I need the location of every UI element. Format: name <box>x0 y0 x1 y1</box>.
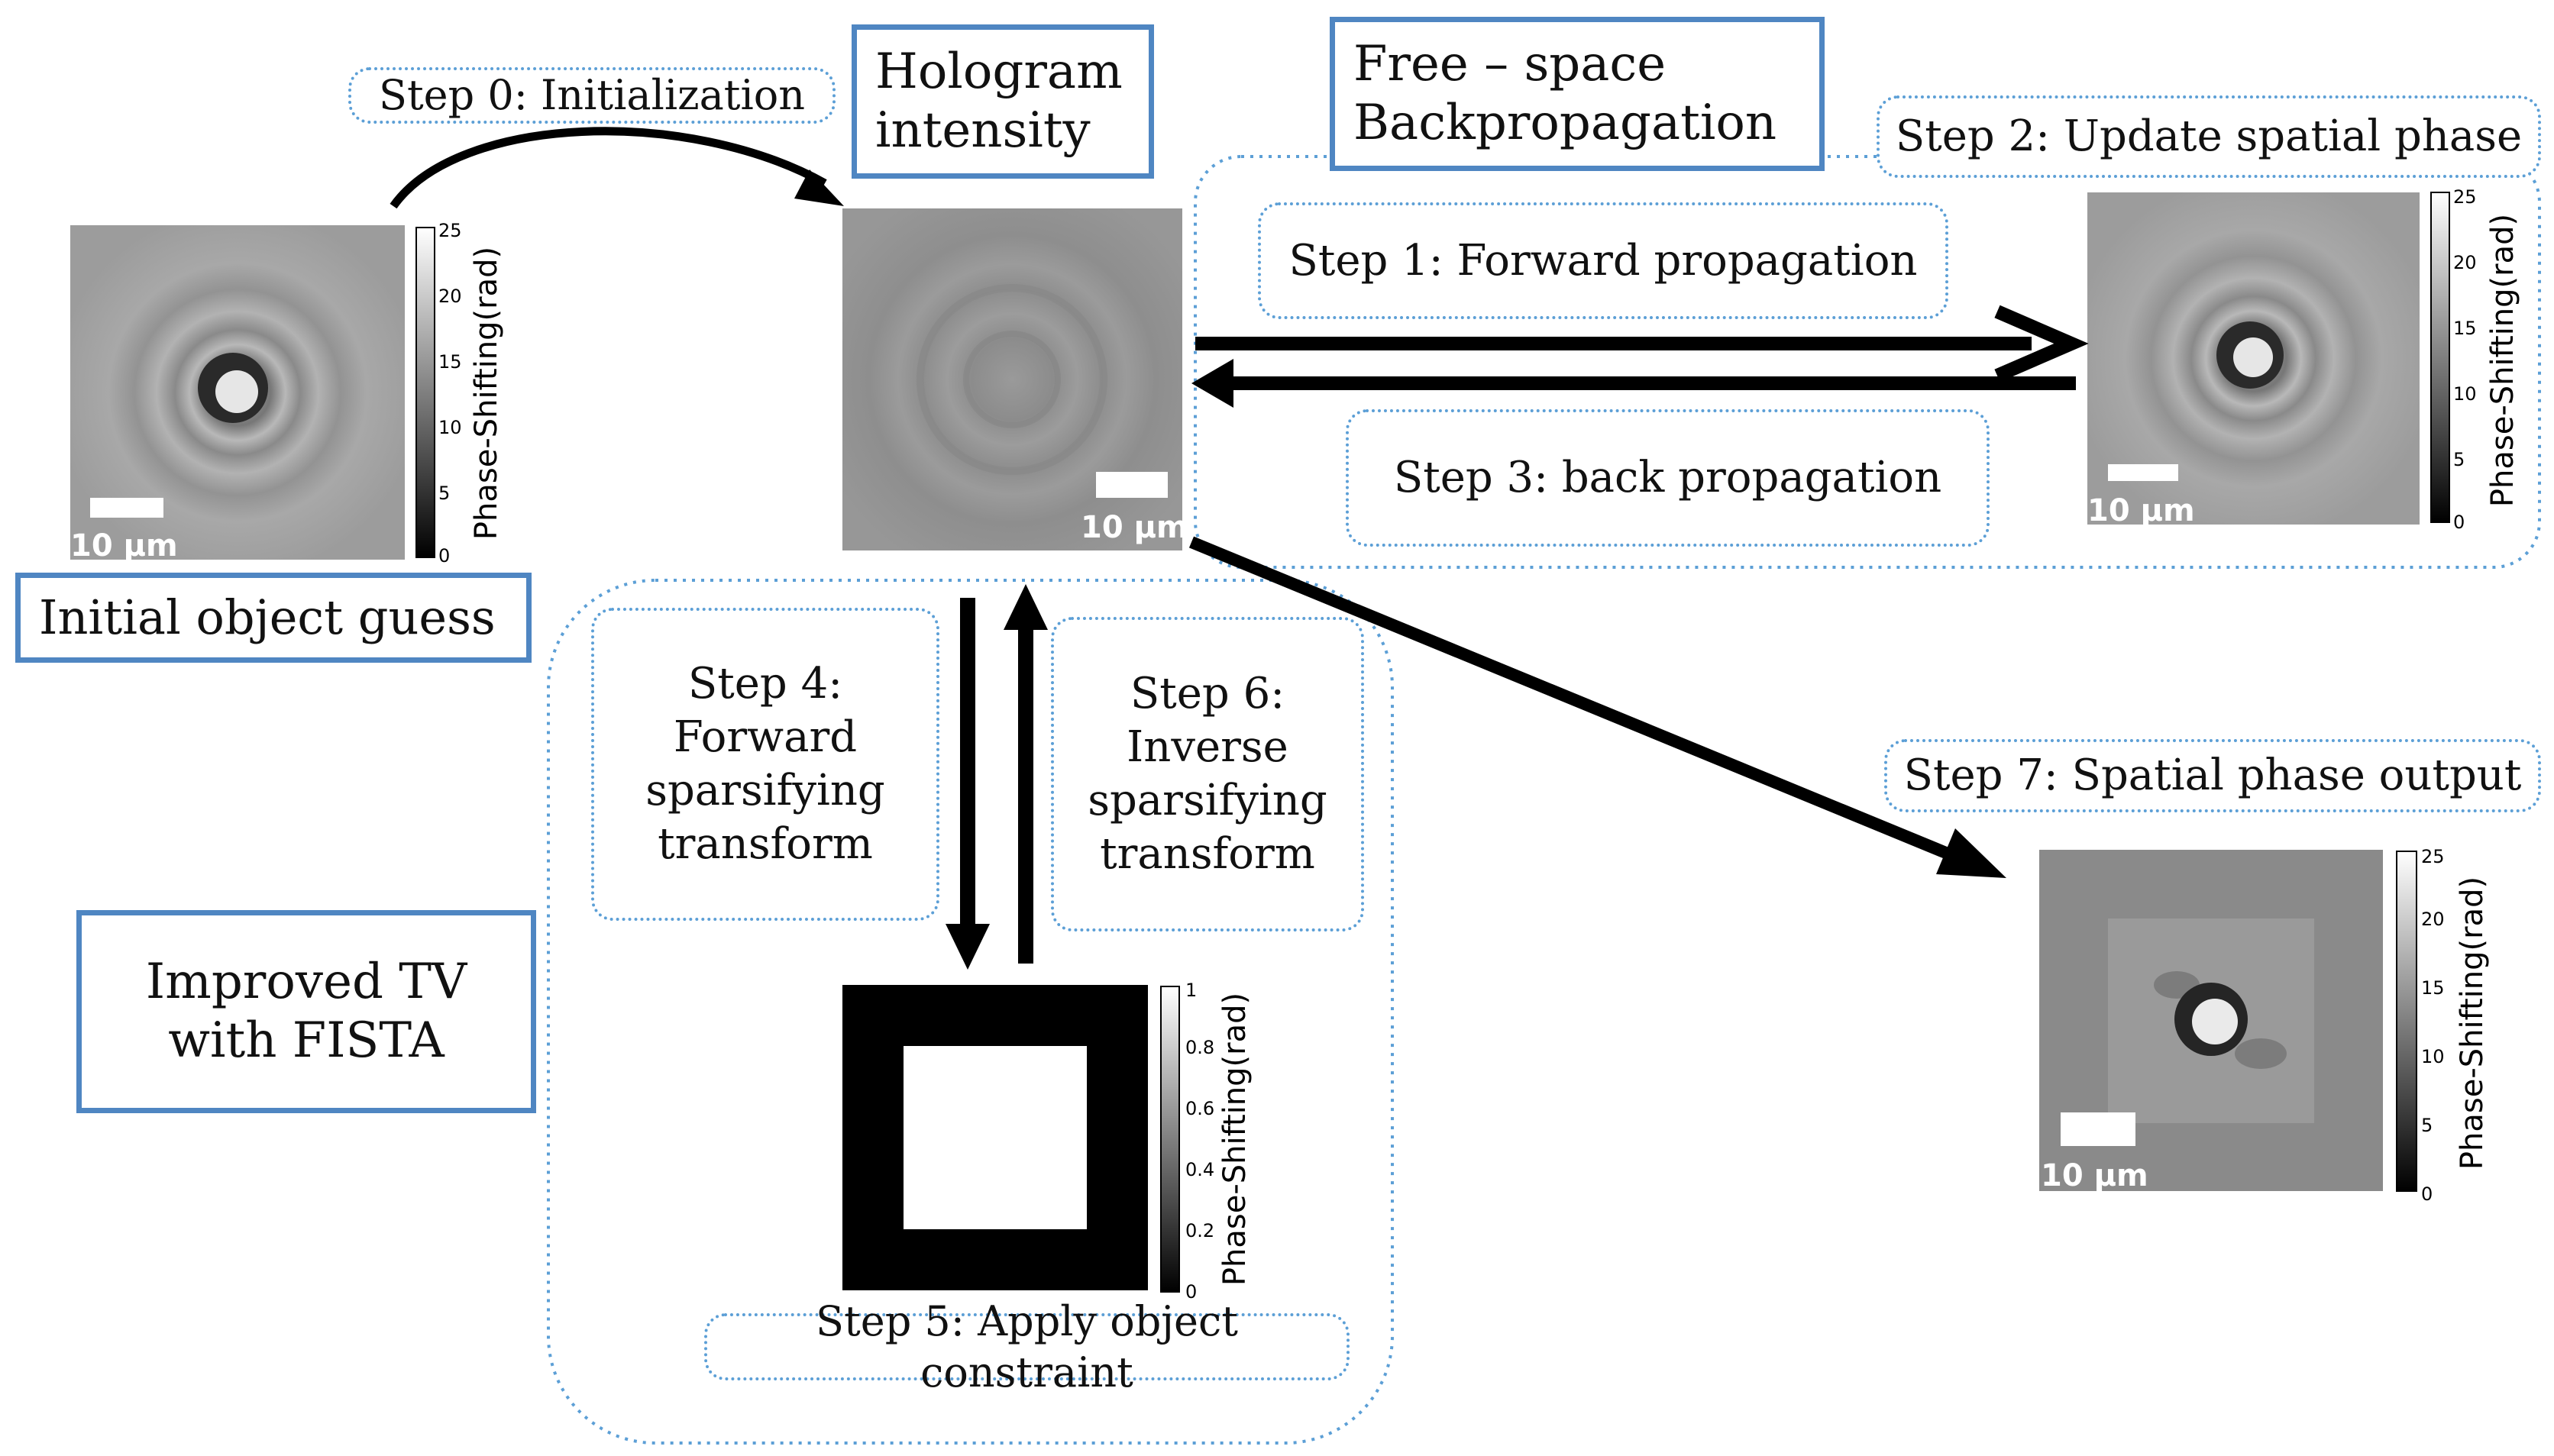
tick-25: 25 <box>2421 846 2445 867</box>
scale-bar-label: 10 μm <box>1081 510 1188 545</box>
tick-0: 0 <box>1185 1281 1197 1303</box>
colorbar-label: Phase-Shifting(rad) <box>1217 993 1253 1286</box>
step2-label: Step 2: Update spatial phase <box>1877 95 2541 178</box>
updated-phase-image: 10 μm <box>2087 192 2420 528</box>
step6-label: Step 6: Inverse sparsifying transform <box>1051 617 1364 931</box>
tick-15: 15 <box>2453 318 2477 339</box>
tick-20: 20 <box>2421 909 2445 930</box>
inverse-sparsifying-arrowhead <box>1004 584 1048 630</box>
constraint-colorbar: 0 0.2 0.4 0.6 0.8 1 Phase-Shifting(rad) <box>1160 980 1253 1303</box>
scale-bar <box>2108 464 2178 481</box>
output-arrow <box>1188 536 1958 863</box>
tick-0.2: 0.2 <box>1185 1220 1214 1241</box>
propagation-group-outline <box>1194 155 2541 569</box>
scale-bar-label: 10 μm <box>70 528 178 563</box>
step1-label: Step 1: Forward propagation <box>1258 202 1948 319</box>
tick-25: 25 <box>2453 186 2477 208</box>
tick-10: 10 <box>438 417 462 438</box>
scale-bar <box>90 498 163 518</box>
output-phase-image: 10 μm <box>2039 850 2383 1193</box>
hologram-intensity-box: Hologram intensity <box>852 24 1154 179</box>
initial-guess-colorbar: 0 5 10 15 20 25 Phase-Shifting(rad) <box>415 220 504 567</box>
tick-0.8: 0.8 <box>1185 1037 1214 1058</box>
free-space-backpropagation-box: Free – space Backpropagation <box>1330 17 1825 171</box>
initialization-arrow <box>390 127 827 209</box>
tick-5: 5 <box>2421 1115 2433 1136</box>
hologram-image: 10 μm <box>842 208 1188 550</box>
tick-0.6: 0.6 <box>1185 1098 1214 1119</box>
initialization-arrowhead <box>794 169 844 206</box>
tick-10: 10 <box>2421 1046 2445 1067</box>
tick-0: 0 <box>438 545 450 567</box>
step4-label: Step 4: Forward sparsifying transform <box>591 608 939 921</box>
output-arrowhead <box>1936 828 2006 878</box>
object-constraint-mask <box>842 985 1148 1290</box>
step3-label: Step 3: back propagation <box>1346 409 1990 547</box>
forward-propagation-arrowhead <box>1994 305 2089 383</box>
scale-bar-label: 10 μm <box>2041 1158 2148 1193</box>
tick-0: 0 <box>2421 1183 2433 1205</box>
improved-tv-fista-box: Improved TV with FISTA <box>76 910 536 1113</box>
tick-20: 20 <box>438 286 462 307</box>
step0-label: Step 0: Initialization <box>348 67 836 124</box>
tick-10: 10 <box>2453 383 2477 405</box>
tick-15: 15 <box>438 351 462 373</box>
forward-sparsifying-arrowhead <box>946 924 990 970</box>
tick-0.4: 0.4 <box>1185 1159 1214 1180</box>
output-phase-colorbar: 0 5 10 15 20 25 Phase-Shifting(rad) <box>2396 846 2490 1205</box>
colorbar-label: Phase-Shifting(rad) <box>2485 214 2520 507</box>
scale-bar <box>2061 1112 2135 1146</box>
initial-object-guess-box: Initial object guess <box>15 573 532 663</box>
step5-label: Step 5: Apply object constraint <box>704 1297 1350 1396</box>
updated-phase-colorbar: 0 5 10 15 20 25 Phase-Shifting(rad) <box>2430 186 2520 533</box>
tick-1: 1 <box>1185 980 1197 1001</box>
initial-guess-image: 10 μm <box>70 225 405 563</box>
tick-20: 20 <box>2453 252 2477 273</box>
scale-bar-label: 10 μm <box>2087 493 2195 528</box>
tick-25: 25 <box>438 220 462 241</box>
tick-15: 15 <box>2421 977 2445 999</box>
tick-5: 5 <box>2453 449 2465 470</box>
tick-5: 5 <box>438 483 450 504</box>
tick-0: 0 <box>2453 512 2465 533</box>
scale-bar <box>1096 472 1168 498</box>
colorbar-label: Phase-Shifting(rad) <box>2455 877 2490 1170</box>
colorbar-label: Phase-Shifting(rad) <box>469 247 504 540</box>
step7-label: Step 7: Spatial phase output <box>1884 739 2541 812</box>
back-propagation-arrowhead <box>1191 359 1233 408</box>
